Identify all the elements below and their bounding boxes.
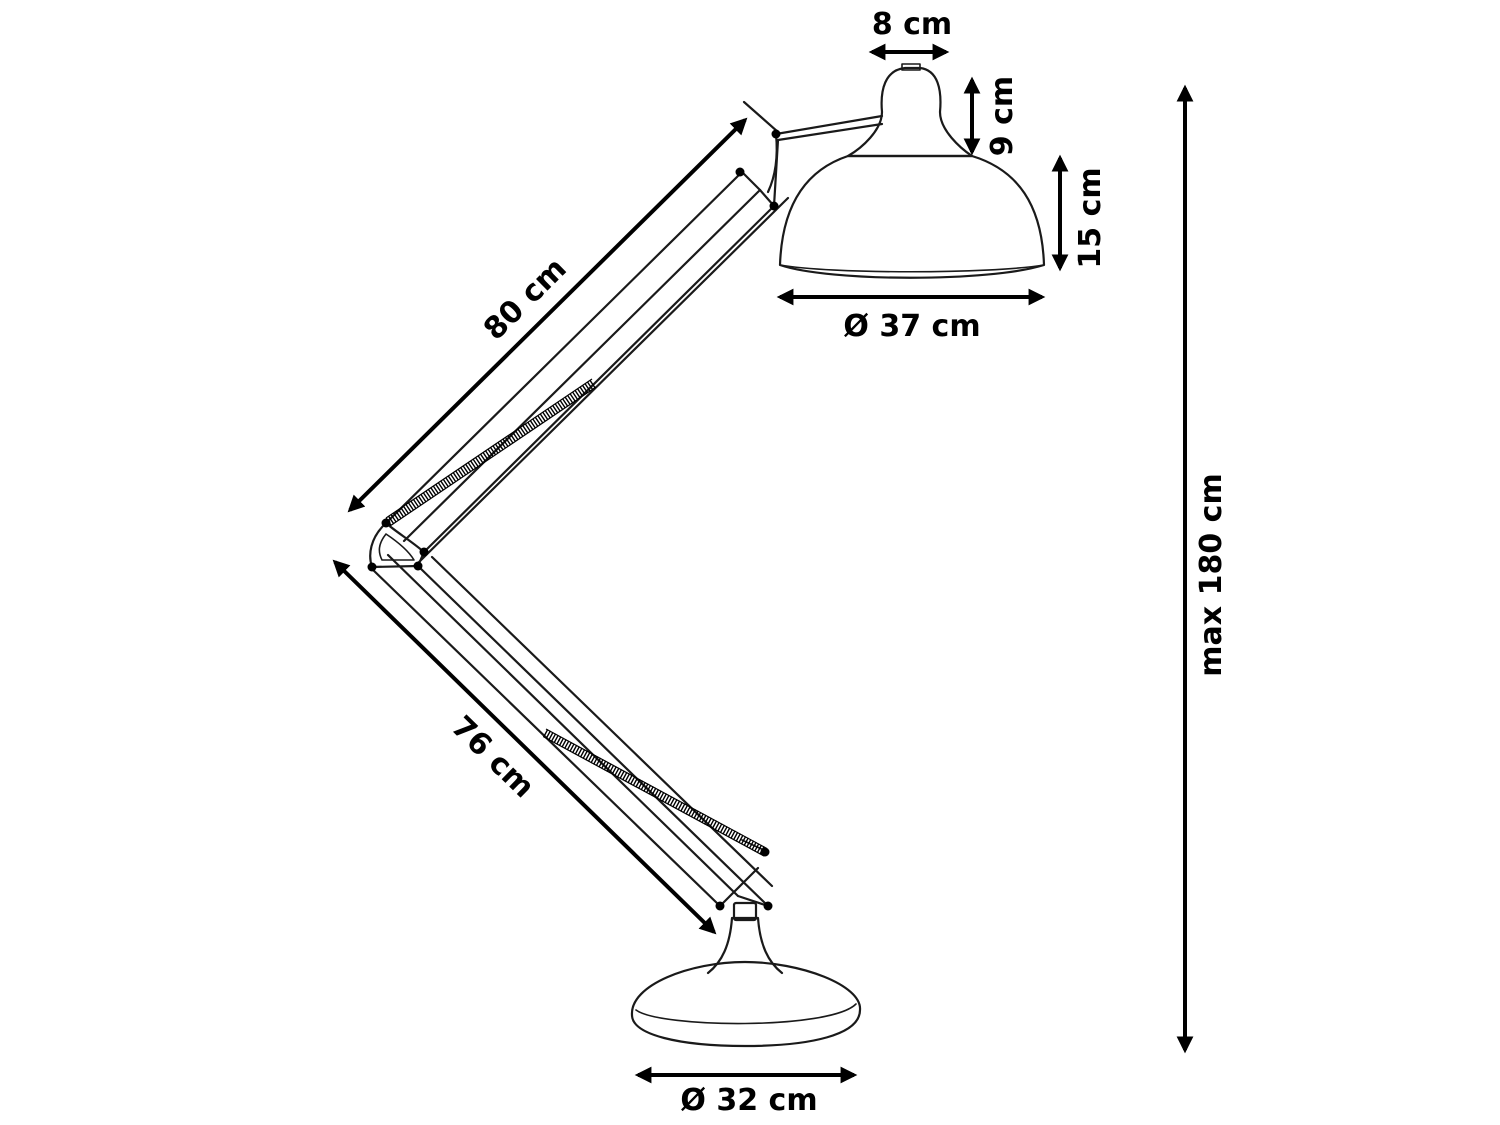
- lower-spring: [542, 728, 768, 857]
- lamp-shade: [778, 63, 1046, 279]
- label-base-diameter: Ø 32 cm: [680, 1083, 817, 1118]
- label-shade-diameter: Ø 37 cm: [843, 309, 980, 344]
- upper-spring: [385, 378, 597, 527]
- dim-upper-arm-arrow: [347, 117, 748, 513]
- label-total-height: max 180 cm: [1194, 473, 1229, 676]
- label-neck-height: 9 cm: [985, 76, 1020, 156]
- dim-lower-arm-arrow: [332, 559, 717, 935]
- label-lower-arm: 76 cm: [444, 709, 541, 805]
- lamp-base: [630, 901, 862, 1048]
- lamp-illustration: [367, 63, 1046, 1048]
- dimension-labels: 8 cm 9 cm 15 cm Ø 37 cm 80 cm 76 cm Ø 32…: [444, 7, 1229, 1118]
- lower-arm: [368, 553, 774, 908]
- upper-arm: [384, 100, 884, 567]
- label-shade-height: 15 cm: [1073, 167, 1108, 268]
- label-upper-arm: 80 cm: [477, 251, 574, 347]
- dimension-lines: [332, 43, 1194, 1084]
- label-neck-width: 8 cm: [872, 7, 952, 42]
